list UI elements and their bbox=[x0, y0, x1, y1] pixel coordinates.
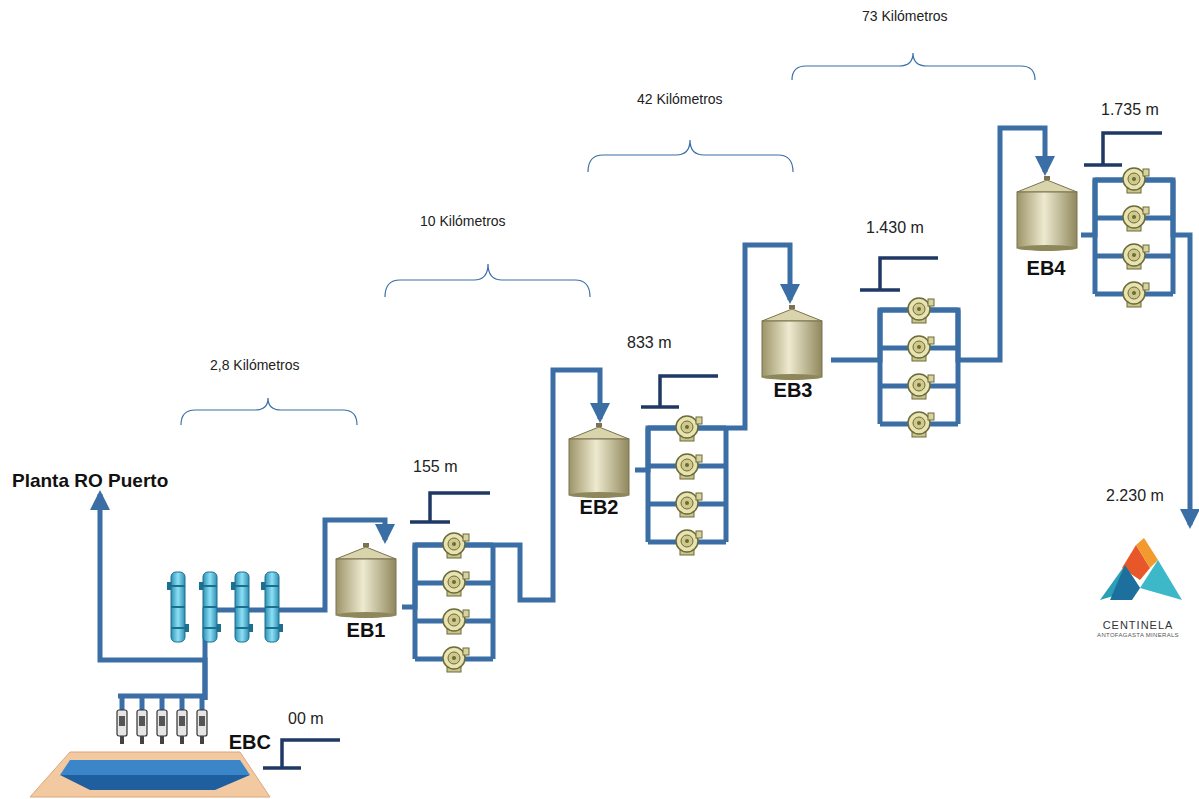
logo-name: CENTINELA bbox=[1103, 619, 1174, 632]
mine-logo: CENTINELAANTOFAGASTA MINERALS bbox=[1080, 525, 1196, 641]
pipe-connector bbox=[100, 494, 205, 700]
pumping-station: EB4 bbox=[1011, 172, 1081, 282]
logo-subtitle: ANTOFAGASTA MINERALS bbox=[1097, 632, 1179, 639]
intake-station: EBC bbox=[110, 700, 275, 756]
elevation-label: 1.430 m bbox=[866, 219, 924, 237]
elevation-label: 2.230 m bbox=[1106, 487, 1164, 505]
station-name: EB1 bbox=[347, 619, 386, 642]
pumping-station: EB3 bbox=[755, 300, 831, 404]
elevation-label: 1.735 m bbox=[1101, 101, 1159, 119]
elevation-label: 833 m bbox=[627, 334, 671, 352]
pipe-connector bbox=[831, 128, 1045, 360]
elevation-label: 00 m bbox=[288, 710, 324, 728]
station-name: EB3 bbox=[774, 379, 813, 402]
distance-label: 10 Kilómetros bbox=[420, 213, 506, 229]
elevation-label: 155 m bbox=[413, 458, 457, 476]
station-name: EBC bbox=[229, 731, 271, 754]
destination-label: Planta RO Puerto bbox=[8, 466, 208, 494]
pumping-station: EB2 bbox=[563, 419, 635, 521]
distance-label: 73 Kilómetros bbox=[862, 8, 948, 24]
plant-label: Planta RO Puerto bbox=[12, 470, 168, 492]
pumping-station: EB1 bbox=[330, 540, 402, 644]
distance-label: 42 Kilómetros bbox=[637, 91, 723, 107]
station-name: EB4 bbox=[1027, 257, 1066, 280]
distance-label: 2,8 Kilómetros bbox=[210, 357, 299, 373]
station-name: EB2 bbox=[580, 496, 619, 519]
